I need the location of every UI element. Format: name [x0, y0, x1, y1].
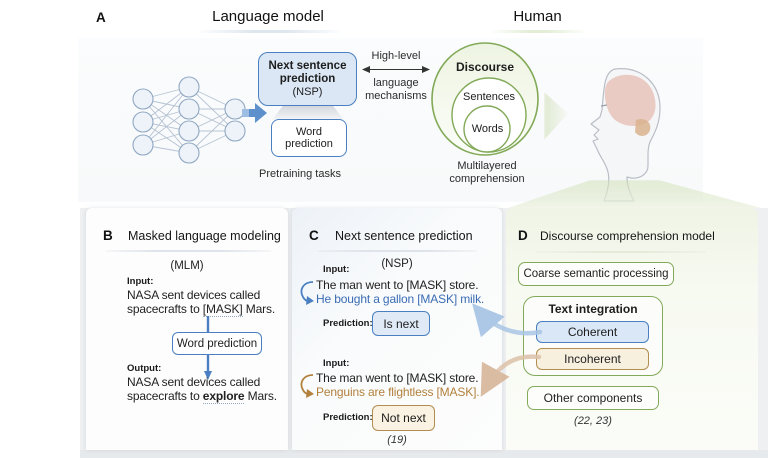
mlm-predicted-word: explore: [202, 389, 245, 404]
bottom-footer-strip: [80, 450, 768, 458]
coherent-arrow-icon: [472, 303, 543, 338]
mlm-output-label: Output:: [127, 363, 162, 374]
nsp-pair1-line1: The man went to [MASK] store.: [316, 278, 479, 292]
word-prediction-box-a: Word prediction: [271, 119, 347, 157]
nsp-pair1-line2: He bought a gallon [MASK] milk.: [316, 292, 485, 306]
word-prediction-box-b: Word prediction: [172, 332, 262, 355]
panel-b-title: Masked language modeling: [128, 229, 281, 243]
funnel-shadow: [272, 105, 344, 120]
nsp-box-title: Next sentence prediction: [268, 59, 347, 85]
text-integration-box: Text integration Coherent Incoherent: [523, 296, 663, 376]
language-model-title: Language model: [212, 8, 324, 25]
panel-b-label: B: [103, 228, 113, 243]
mlm-input-label: Input:: [127, 276, 154, 287]
multilayered-caption: Multilayered comprehension: [449, 160, 525, 185]
nsp-box-subtitle: (NSP): [292, 85, 323, 98]
coarse-semantic-box: Coarse semantic processing: [518, 262, 674, 286]
incoherent-label: Incoherent: [564, 352, 621, 366]
not-next-box: Not next: [372, 405, 435, 431]
panel-c-card: C Next sentence prediction (NSP) Input: …: [292, 208, 502, 450]
panel-c-divider: [317, 250, 477, 252]
panel-c-label: C: [309, 228, 319, 243]
human-title-underline: [492, 30, 584, 33]
mlm-output-line1: NASA sent devices called: [127, 375, 261, 389]
nsp-pair2-line2: Penguins are flightless [MASK].: [316, 385, 480, 399]
circle-words-label: Words: [471, 123, 504, 135]
mlm-output-post: Mars.: [244, 389, 277, 403]
nsp-input-label-1: Input:: [323, 264, 350, 275]
nsp-pair2-line1: The man went to [MASK] store.: [316, 371, 479, 385]
nsp-box: Next sentence prediction (NSP): [258, 52, 357, 106]
coarse-semantic-label: Coarse semantic processing: [523, 268, 669, 280]
word-prediction-label-a: Word prediction: [285, 125, 333, 151]
panel-c-subtitle: (NSP): [381, 258, 413, 270]
right-arrow-icon: [242, 103, 267, 123]
sentence-pair-arrow-icon-blue: [300, 281, 314, 305]
incoherent-arrow-icon: [480, 354, 542, 397]
panel-b-card: B Masked language modeling (MLM) Input: …: [86, 208, 288, 450]
circle-discourse-label: Discourse: [455, 60, 515, 74]
mlm-input-post: Mars.: [242, 302, 276, 316]
panel-b-subtitle: (MLM): [170, 260, 204, 272]
mlm-output-line2: spacecrafts to explore Mars.: [127, 389, 277, 404]
sentence-pair-arrow-icon-tan: [300, 374, 314, 398]
other-components-box: Other components: [527, 386, 659, 410]
coherent-box: Coherent: [536, 321, 649, 343]
nsp-input-label-2: Input:: [323, 358, 350, 369]
panel-c-citation: (19): [387, 434, 407, 446]
is-next-box: Is next: [372, 311, 430, 336]
nsp-prediction-label-1: Prediction:: [323, 318, 373, 329]
incoherent-box: Incoherent: [536, 348, 649, 370]
neural-network-icon: [132, 76, 246, 164]
not-next-label: Not next: [381, 411, 426, 425]
bridge-bottom-label: language mechanisms: [365, 77, 427, 102]
mlm-input-line2: spacecrafts to [MASK] Mars.: [127, 302, 276, 317]
mlm-masked-token: [MASK]: [202, 302, 243, 317]
panel-d-citation: (22, 23): [574, 415, 612, 427]
mlm-input-pre: spacecrafts to: [127, 302, 203, 316]
panel-d-title: Discourse comprehension model: [540, 229, 715, 243]
text-integration-title: Text integration: [548, 302, 638, 316]
panel-c-title: Next sentence prediction: [335, 229, 473, 243]
is-next-label: Is next: [383, 316, 419, 331]
pretraining-tasks-caption: Pretraining tasks: [259, 168, 341, 180]
nsp-prediction-label-2: Prediction:: [323, 412, 373, 423]
c-d-connection-arrows: [472, 303, 543, 397]
panel-a-label: A: [96, 10, 106, 25]
human-title: Human: [513, 8, 562, 25]
word-prediction-label-b: Word prediction: [176, 337, 258, 350]
panel-b-divider: [106, 250, 271, 252]
bridge-top-label: High-level: [371, 50, 421, 62]
panel-d-label: D: [518, 228, 528, 243]
panel-d-divider: [536, 251, 706, 253]
coherent-label: Coherent: [567, 325, 618, 339]
nested-circles-graphic: [431, 42, 539, 156]
mlm-output-pre: spacecrafts to: [127, 389, 203, 403]
mlm-input-line1: NASA sent devices called: [127, 288, 261, 302]
other-components-label: Other components: [543, 391, 643, 405]
language-model-underline: [200, 30, 340, 33]
panel-d-card: D Discourse comprehension model Coarse s…: [506, 208, 758, 450]
double-arrow-icon: [362, 66, 430, 73]
circle-sentences-label: Sentences: [463, 91, 515, 103]
